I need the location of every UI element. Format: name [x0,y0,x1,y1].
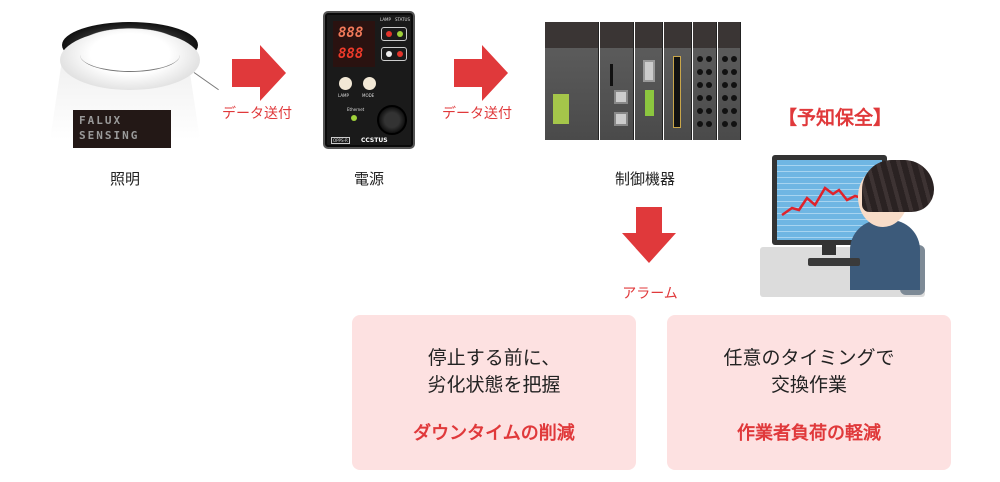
benefit-line-1: 停止する前に、 [427,347,561,369]
plc-terminal-module-2 [718,22,741,140]
plc-terminal-module-1 [693,22,717,140]
terminal-hole [731,56,737,62]
lighting-device-image: FALUX SENSING [50,20,219,165]
terminal-hole [697,69,703,75]
plc-power-module [545,22,599,140]
plc-comm-module [635,22,663,140]
benefit-line-2: 劣化状態を把握 [427,374,561,396]
arrow-right-icon [232,45,286,101]
psu-led-group-1 [381,27,407,41]
keyboard [808,258,860,266]
person-hair [862,160,934,212]
terminal-hole [697,82,703,88]
controller-device-image [545,22,741,140]
terminal-hole [697,95,703,101]
psu-btn1-label: LAMP [338,93,349,98]
benefit-card-text: 停止する前に、 劣化状態を把握 [352,345,636,399]
edge-label-data-send-2: データ送付 [442,106,512,122]
monitor-stand [822,245,836,255]
psu-mode-button [363,77,376,90]
benefit-card-downtime: 停止する前に、 劣化状態を把握 ダウンタイムの削減 [352,315,636,470]
lux-panel-line1: FALUX [79,114,123,127]
terminal-hole [697,121,703,127]
serial-port [643,60,655,82]
terminal-hole [722,95,728,101]
psu-led-group-2 [381,47,407,61]
benefit-result: ダウンタイムの削減 [413,423,575,444]
terminal-hole [722,69,728,75]
terminal-hole [697,56,703,62]
psu-lamp-label: LAMP [380,17,391,22]
benefit-result: 作業者負荷の軽減 [737,423,881,444]
terminal-hole [706,82,712,88]
arrow-right-icon [454,45,508,101]
benefit-line-1: 任意のタイミングで [723,347,895,369]
terminal-hole [706,108,712,114]
terminal-hole [731,121,737,127]
edge-label-alarm: アラーム [622,286,678,302]
led-red [386,31,392,37]
node-label-controller: 制御機器 [614,170,675,188]
green-terminal [645,90,654,116]
terminal-hole [731,69,737,75]
lux-panel-line2: SENSING [79,129,140,142]
sd-slot [610,64,613,86]
ethernet-led [351,115,357,121]
psu-btn2-label: MODE [362,93,375,98]
terminal-hole [731,108,737,114]
psu-knob [377,105,407,135]
led-green [397,31,403,37]
lux-sensing-panel: FALUX SENSING [73,110,171,148]
benefit-card-workload: 任意のタイミングで 交換作業 作業者負荷の軽減 [667,315,951,470]
terminal-hole [731,82,737,88]
psu-brand-label: CCSTUS [361,137,388,144]
benefit-line-2: 交換作業 [770,374,847,396]
psu-status-label: STATUS [395,17,411,22]
plc-terminal-block [553,94,569,124]
terminal-hole [722,56,728,62]
terminal-hole [722,121,728,127]
power-supply-device-image: 888 888 LAMP STATUS LAMP MODE Ethernet O… [323,11,415,149]
light-lens [80,38,180,72]
node-label-lighting: 照明 [109,170,140,188]
plc-io-module [664,22,692,140]
terminal-hole [731,95,737,101]
edge-label-data-send-1: データ送付 [222,106,292,122]
psu-ethernet-label: Ethernet [347,107,365,112]
psu-display: 888 888 [333,21,375,67]
psu-model-label: OPPS-R [331,137,350,144]
terminal-hole [697,108,703,114]
ethernet-port-2 [614,112,628,126]
terminal-hole [706,56,712,62]
maintenance-title: 【予知保全】 [777,107,892,129]
terminal-hole [722,108,728,114]
terminal-hole [706,95,712,101]
led-white [386,51,392,57]
terminal-hole [706,69,712,75]
terminal-hole [706,121,712,127]
io-connector [673,56,681,128]
psu-display-bottom: 888 [338,46,364,62]
person-body [850,220,920,290]
arrow-down-icon [622,207,676,263]
ethernet-port-1 [614,90,628,104]
terminal-hole [722,82,728,88]
plc-cpu-module [600,22,634,140]
psu-lamp-button [339,77,352,90]
led-red [397,51,403,57]
psu-display-top: 888 [338,25,364,41]
node-label-power: 電源 [353,170,384,188]
trend-line-icon [781,186,873,217]
benefit-card-text: 任意のタイミングで 交換作業 [667,345,951,399]
